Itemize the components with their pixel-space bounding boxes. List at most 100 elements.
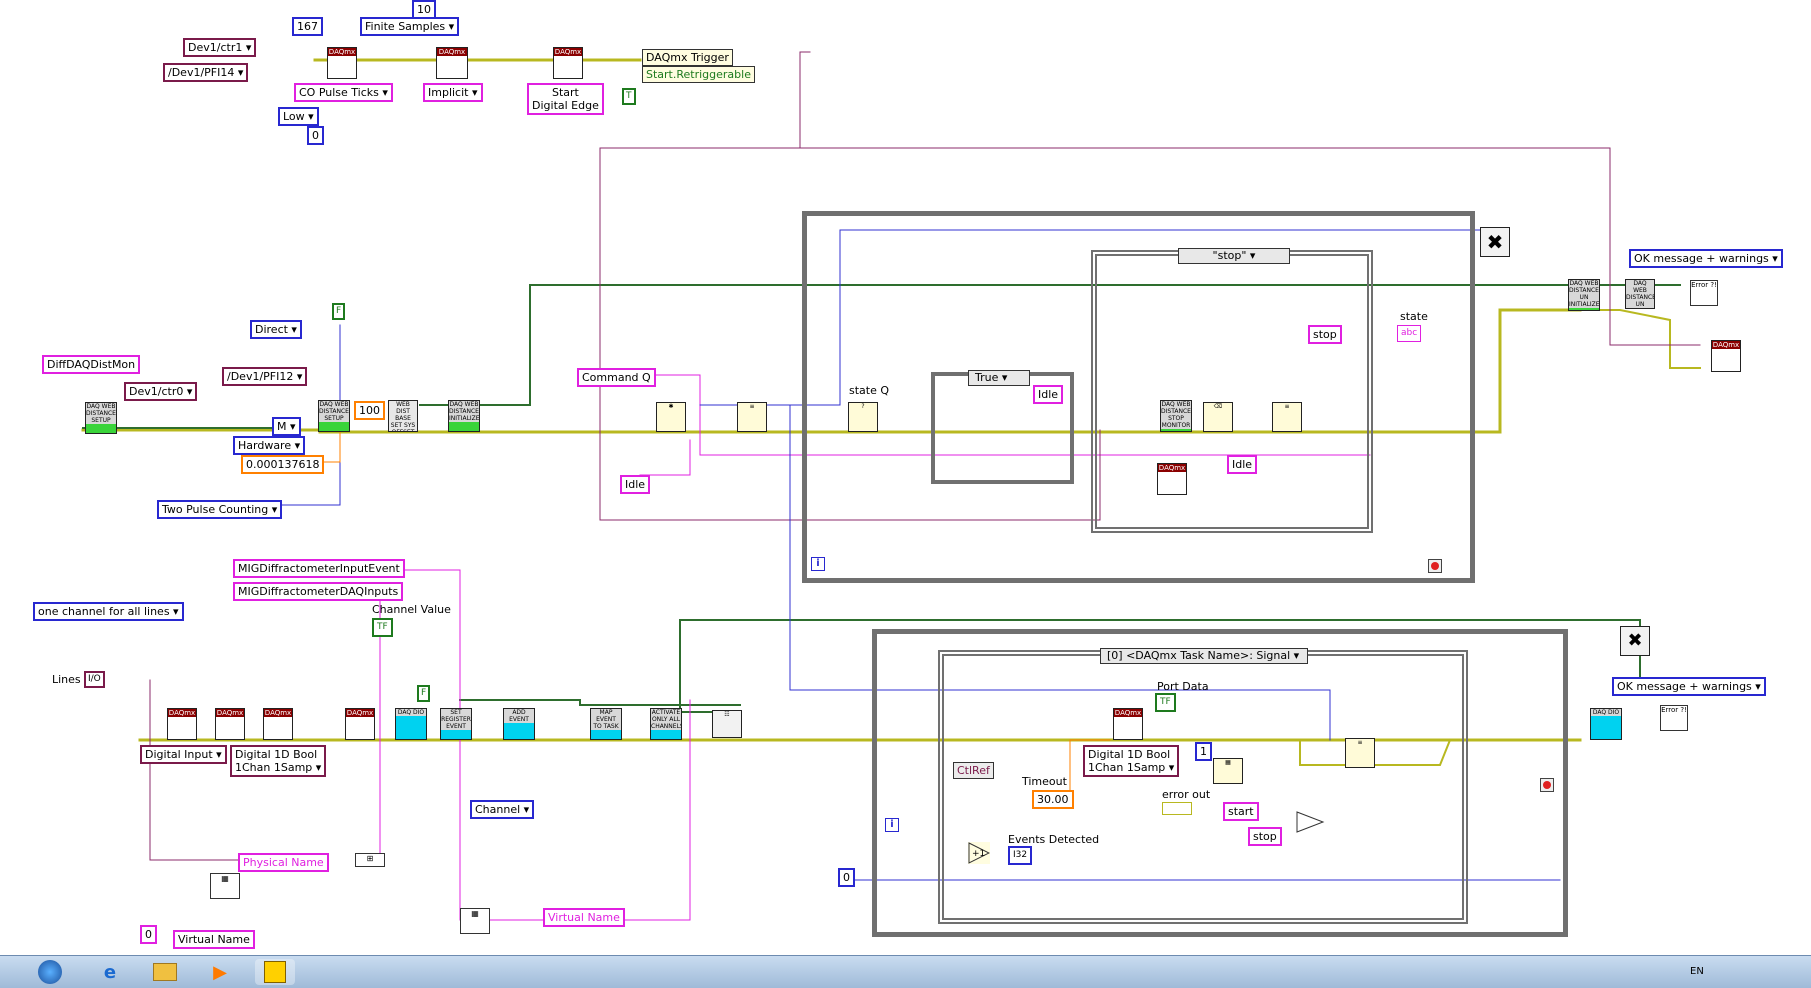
daqmx-write-vi[interactable]: DAQmx (345, 708, 375, 740)
ctr0-constant[interactable]: Dev1/ctr0 (124, 382, 198, 401)
const-167[interactable]: 167 (292, 17, 323, 36)
two-pulse-ring[interactable]: Two Pulse Counting (157, 500, 283, 519)
pfi12-constant[interactable]: /Dev1/PFI12 (222, 367, 308, 386)
media-player-icon[interactable]: ▶ (213, 961, 227, 983)
idle-constant-1[interactable]: Idle (620, 475, 651, 494)
event-selector[interactable]: [0] <DAQmx Task Name>: Signal ▾ (1100, 648, 1308, 664)
webdist-open-vi[interactable]: DAQ WEB DISTANCE SETUP (85, 402, 117, 434)
case-selector-stop[interactable]: "stop" ▾ (1178, 248, 1290, 264)
daqmx-trigger-property-node[interactable]: DAQmx Trigger (642, 49, 733, 66)
false-constant[interactable]: F (332, 303, 346, 320)
daqmx-create-channel-vi[interactable]: DAQmx (327, 47, 357, 79)
const-100[interactable]: 100 (354, 401, 385, 420)
stop-terminal-2[interactable] (1540, 778, 1554, 792)
lines-control[interactable]: I/O (84, 671, 105, 688)
daqmx-timing-vi[interactable]: DAQmx (436, 47, 468, 79)
ie-icon[interactable]: e (103, 961, 117, 983)
daqmx-read-vi[interactable]: DAQmx (263, 708, 293, 740)
labview-icon[interactable] (255, 959, 295, 985)
idle-constant-3[interactable]: Idle (1227, 455, 1258, 474)
one-channel-ring[interactable]: one channel for all lines (33, 602, 184, 621)
const-0-array[interactable]: 0 (140, 925, 157, 944)
mig-event-constant[interactable]: MIGDiffractometerInputEvent (233, 559, 405, 578)
m-ring[interactable]: M (272, 417, 301, 436)
ctr1-constant[interactable]: Dev1/ctr1 (183, 38, 257, 57)
unregister-events-vi[interactable]: ✖ (1620, 626, 1650, 656)
release-queue-vi[interactable]: ⌫ (1203, 402, 1233, 432)
webdist-setup-vi[interactable]: DAQ WEB DISTANCE SETUP (318, 400, 350, 432)
hardware-ring[interactable]: Hardware (233, 436, 306, 455)
case-selector-true[interactable]: True ▾ (968, 370, 1030, 386)
direct-ring[interactable]: Direct (250, 320, 302, 339)
start-digital-edge-ring[interactable]: Start Digital Edge (527, 83, 604, 115)
physical-name-unbundle[interactable]: Physical Name (238, 853, 329, 872)
const-1[interactable]: 1 (1195, 742, 1212, 761)
webdist-base-vi[interactable]: WEB DIST BASE SET SYS OFFSET (388, 400, 418, 432)
webdist-init-vi[interactable]: DAQ WEB DISTANCE INITIALIZE (448, 400, 480, 432)
increment-node[interactable]: +1 (968, 842, 990, 864)
select-node[interactable] (1295, 810, 1325, 834)
virtual-name-cluster[interactable]: Virtual Name (173, 930, 255, 949)
low-ring[interactable]: Low (278, 107, 319, 126)
stop-monitor-vi[interactable]: DAQ WEB DISTANCE STOP MONITOR (1160, 400, 1192, 432)
dequeue-vi[interactable]: ? (848, 402, 878, 432)
array-node-2[interactable]: ▦ (460, 908, 490, 934)
virtual-name-bundle[interactable]: Virtual Name (543, 908, 625, 927)
enqueue-vi[interactable]: ≡ (737, 402, 767, 432)
diffdaq-constant[interactable]: DiffDAQDistMon (42, 355, 141, 374)
uninit-vi[interactable]: DAQ WEB DISTANCE UN INITIALIZE (1568, 279, 1600, 311)
ok-message-ring-1[interactable]: OK message + warnings (1629, 249, 1783, 268)
stop-terminal[interactable] (1428, 559, 1442, 573)
stop-constant-2[interactable]: stop (1248, 827, 1282, 846)
daqmx-start-vi[interactable]: DAQmx (215, 708, 245, 740)
false-constant-2[interactable]: F (417, 685, 431, 702)
stop-constant[interactable]: stop (1308, 325, 1342, 344)
array-node-1[interactable]: ▦ (210, 873, 240, 899)
daqdio-close-vi[interactable]: DAQ DIO (1590, 708, 1622, 740)
daqmx-trigger-vi[interactable]: DAQmx (553, 47, 583, 79)
obtain-queue-vi[interactable]: ✱ (656, 402, 686, 432)
digital-1d-ring-2[interactable]: Digital 1D Bool 1Chan 1Samp (1083, 745, 1180, 777)
daqmx-clear-vi[interactable]: DAQmx (1157, 463, 1187, 495)
start-constant[interactable]: start (1223, 802, 1259, 821)
error-dialog-vi-1[interactable]: Error ?! (1690, 280, 1718, 306)
index-array-vi[interactable]: ▦ (1213, 758, 1243, 784)
ctlref-terminal[interactable]: CtlRef (953, 762, 994, 779)
add-event-vi[interactable]: ADD EVENT (503, 708, 535, 740)
daqmx-create-di-vi[interactable]: DAQmx (167, 708, 197, 740)
close-ref-vi[interactable]: ✖ (1480, 227, 1510, 257)
language-indicator[interactable]: EN (1690, 966, 1704, 977)
true-constant[interactable]: T (622, 88, 636, 105)
daqmx-clear-vi-2[interactable]: DAQmx (1711, 340, 1741, 372)
enqueue-vi-2[interactable]: ≡ (1272, 402, 1302, 432)
activate-only-vi[interactable]: ACTIVATE ONLY ALL CHANNELS (650, 708, 682, 740)
finite-samples-ring[interactable]: Finite Samples (360, 17, 460, 36)
const-0[interactable]: 0 (307, 126, 324, 145)
error-dialog-vi-2[interactable]: Error ?! (1660, 705, 1688, 731)
stop-case-structure[interactable] (1091, 250, 1373, 533)
const-0-bottom[interactable]: 0 (838, 868, 855, 887)
concat-node[interactable]: ⊞ (355, 853, 385, 867)
mig-daq-constant[interactable]: MIGDiffractometerDAQInputs (233, 582, 404, 601)
small-value-constant[interactable]: 0.000137618 (241, 455, 325, 474)
const-10[interactable]: 10 (412, 0, 436, 19)
daqmx-read-vi-2[interactable]: DAQmx (1113, 708, 1143, 740)
digital-input-ring[interactable]: Digital Input (140, 745, 227, 764)
implicit-ring[interactable]: Implicit (423, 83, 483, 102)
command-q-constant[interactable]: Command Q (577, 368, 656, 387)
idle-constant-2[interactable]: Idle (1033, 385, 1064, 404)
start-orb-icon[interactable] (30, 959, 70, 985)
start-retriggerable-property[interactable]: Start.Retriggerable (642, 66, 755, 83)
pfi14-constant[interactable]: /Dev1/PFI14 (163, 63, 249, 82)
set-register-vi[interactable]: SET REGISTER EVENT (440, 708, 472, 740)
channel-ring[interactable]: Channel (470, 800, 535, 819)
co-pulse-ticks-ring[interactable]: CO Pulse Ticks (294, 83, 393, 102)
close-vi[interactable]: DAQ WEB DISTANCE UN INITIALIZE (1625, 279, 1655, 309)
map-event-vi[interactable]: MAP EVENT TO TASK (590, 708, 622, 740)
main-while-loop[interactable] (802, 211, 1475, 583)
event-while-loop[interactable] (872, 629, 1568, 937)
enqueue-vi-3[interactable]: ≡ (1345, 738, 1375, 768)
register-events-node[interactable]: ☷ (712, 710, 742, 738)
daqdio-vi[interactable]: DAQ DIO (395, 708, 427, 740)
ok-message-ring-2[interactable]: OK message + warnings (1612, 677, 1766, 696)
